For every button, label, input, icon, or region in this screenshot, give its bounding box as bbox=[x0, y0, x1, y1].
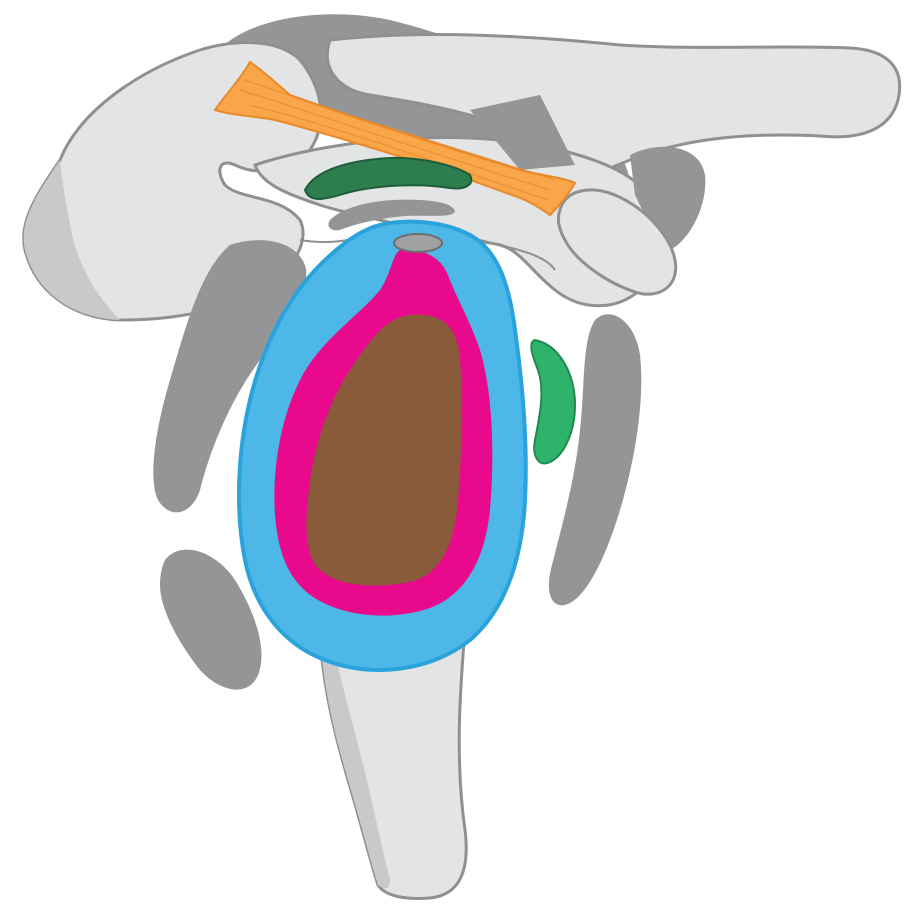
right-muscle bbox=[549, 314, 641, 605]
biceps-tendon bbox=[394, 234, 442, 252]
subscapularis-bursa bbox=[531, 340, 575, 463]
